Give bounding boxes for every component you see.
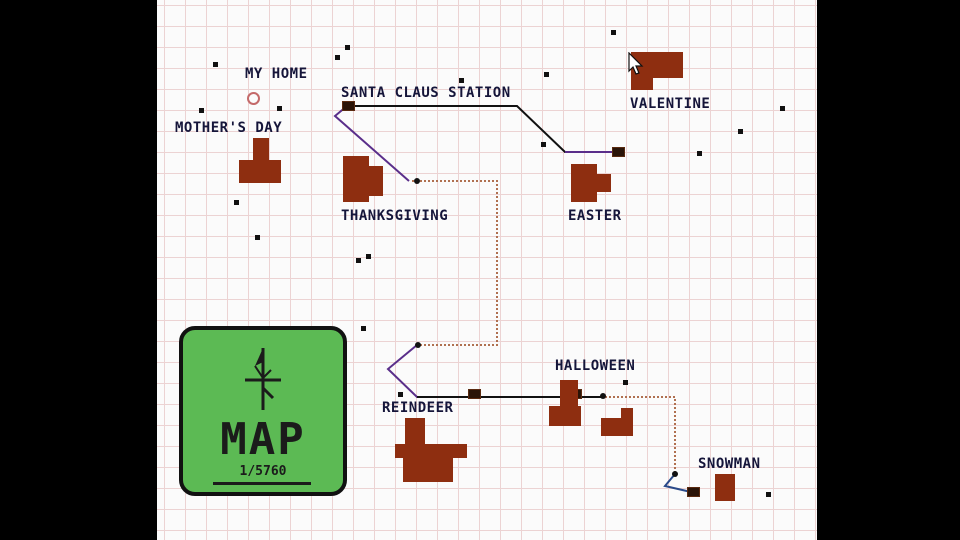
town-reindeer-top[interactable] [405, 418, 425, 446]
rail-line-snowman [663, 473, 692, 493]
label-reindeer: REINDEER [382, 400, 454, 416]
town-snowman[interactable] [715, 474, 735, 501]
map-dot [780, 106, 785, 111]
town-halloween-a[interactable] [560, 380, 578, 412]
label-snowman: SNOWMAN [698, 456, 761, 472]
town-reindeer-base[interactable] [403, 456, 453, 482]
map-scale-text: 1/5760 [239, 464, 287, 479]
map-dot [277, 106, 282, 111]
map-dot [459, 78, 464, 83]
dotted-route-halloween-snowman [605, 396, 676, 474]
label-santa-claus-station: SANTA CLAUS STATION [341, 85, 511, 101]
town-halloween-b-top[interactable] [621, 408, 633, 420]
town-mothers-day-base[interactable] [239, 160, 281, 183]
map-dot [398, 392, 403, 397]
my-home-marker[interactable] [247, 92, 260, 105]
map-dot [541, 142, 546, 147]
station-santa-claus[interactable] [342, 101, 355, 111]
map-dot [738, 129, 743, 134]
map-dot [544, 72, 549, 77]
town-reindeer-mid[interactable] [395, 444, 467, 458]
town-halloween-b[interactable] [601, 418, 633, 436]
map-dot [213, 62, 218, 67]
junction-halloween [600, 393, 606, 399]
scale-bar [213, 482, 311, 485]
station-valentine-line[interactable] [612, 147, 625, 157]
map-screen: MY HOME MOTHER'S DAY SANTA CLAUS STATION… [157, 0, 817, 540]
label-halloween: HALLOWEEN [555, 358, 636, 374]
station-reindeer-line[interactable] [468, 389, 481, 399]
town-valentine-tail[interactable] [631, 76, 653, 90]
dotted-route-thanksgiving-reindeer [412, 180, 498, 346]
junction-snowman [672, 471, 678, 477]
map-dot [255, 235, 260, 240]
town-thanksgiving[interactable] [343, 156, 369, 202]
town-easter[interactable] [571, 164, 597, 202]
label-my-home: MY HOME [245, 66, 308, 82]
station-snowman[interactable] [687, 487, 700, 497]
junction-reindeer [415, 342, 421, 348]
map-dot [611, 30, 616, 35]
town-easter-side[interactable] [595, 174, 611, 192]
map-dot [345, 45, 350, 50]
map-title: MAP [220, 414, 306, 465]
map-dot [234, 200, 239, 205]
map-dot [356, 258, 361, 263]
junction-thanksgiving [414, 178, 420, 184]
north-arrow-icon [245, 348, 281, 410]
label-thanksgiving: THANKSGIVING [341, 208, 449, 224]
map-dot [623, 380, 628, 385]
map-legend-card[interactable]: MAP 1/5760 [179, 326, 347, 496]
map-dot [361, 326, 366, 331]
label-easter: EASTER [568, 208, 622, 224]
map-dot [697, 151, 702, 156]
town-halloween-a-base[interactable] [549, 406, 581, 426]
map-dot [199, 108, 204, 113]
town-thanksgiving-side[interactable] [367, 166, 383, 196]
map-dot [335, 55, 340, 60]
rail-line-santa-valentine [347, 105, 620, 153]
label-valentine: VALENTINE [630, 96, 711, 112]
map-dot [766, 492, 771, 497]
label-mothers-day: MOTHER'S DAY [175, 120, 283, 136]
mouse-cursor-icon [628, 52, 644, 75]
map-dot [366, 254, 371, 259]
